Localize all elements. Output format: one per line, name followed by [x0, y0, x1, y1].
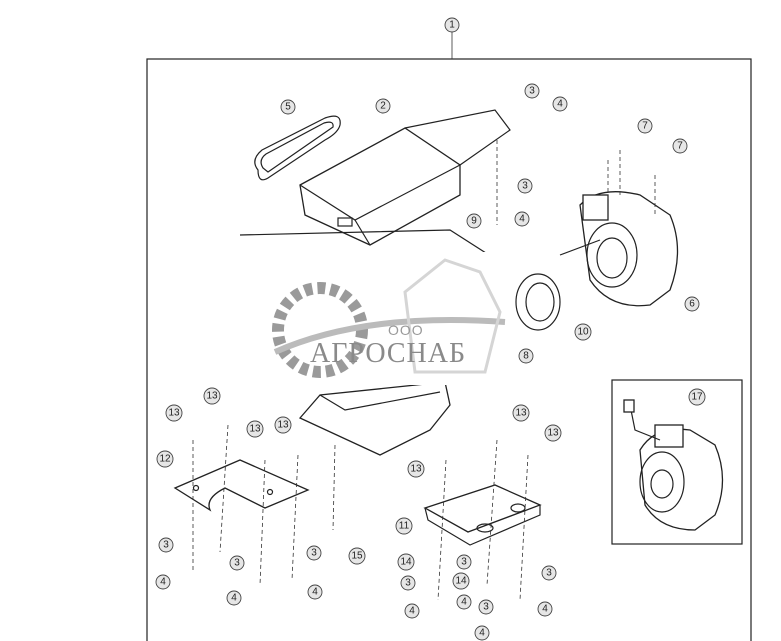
callout-1: 1 — [444, 17, 460, 33]
callout-9: 9 — [466, 213, 482, 229]
callout-label: 13 — [515, 408, 527, 419]
callout-17: 17 — [688, 388, 706, 406]
callout-label: 4 — [519, 214, 525, 225]
callout-4: 4 — [456, 594, 472, 610]
callout-label: 8 — [523, 351, 529, 362]
callout-label: 14 — [400, 557, 412, 568]
callout-label: 4 — [160, 577, 166, 588]
callout-2: 2 — [375, 98, 391, 114]
callout-label: 4 — [312, 587, 318, 598]
callout-10: 10 — [574, 323, 592, 341]
inset-motor-part — [623, 399, 724, 531]
callout-label: 3 — [311, 548, 317, 559]
callout-8: 8 — [518, 348, 534, 364]
callout-5: 5 — [280, 99, 296, 115]
callout-4: 4 — [226, 590, 242, 606]
callout-4: 4 — [155, 574, 171, 590]
callout-11: 11 — [395, 517, 413, 535]
callout-4: 4 — [307, 584, 323, 600]
callout-6: 6 — [684, 296, 700, 312]
callout-4: 4 — [474, 625, 490, 641]
callout-label: 4 — [542, 604, 548, 615]
bracket-plate-left — [173, 459, 310, 512]
callout-3: 3 — [541, 565, 557, 581]
callout-3: 3 — [524, 83, 540, 99]
callout-7: 7 — [637, 118, 653, 134]
callout-4: 4 — [514, 211, 530, 227]
callout-label: 6 — [689, 299, 695, 310]
callout-13: 13 — [512, 404, 530, 422]
callout-label: 3 — [405, 578, 411, 589]
callout-13: 13 — [165, 404, 183, 422]
callout-label: 3 — [529, 86, 535, 97]
callout-label: 13 — [277, 420, 289, 431]
callout-3: 3 — [306, 545, 322, 561]
housing-part — [299, 109, 511, 246]
watermark-logo — [272, 258, 506, 378]
callout-label: 5 — [285, 102, 291, 113]
watermark-area — [265, 252, 515, 385]
callout-label: 4 — [461, 597, 467, 608]
callout-label: 3 — [163, 540, 169, 551]
assembly-frame — [146, 58, 752, 641]
callout-label: 4 — [409, 606, 415, 617]
callout-label: 3 — [461, 557, 467, 568]
callout-label: 15 — [351, 551, 363, 562]
callout-label: 4 — [231, 593, 237, 604]
callout-4: 4 — [552, 96, 568, 112]
seal-ring-part — [515, 273, 561, 331]
bracket-plate-right — [423, 484, 542, 546]
callout-13: 13 — [203, 387, 221, 405]
callout-13: 13 — [246, 420, 264, 438]
callout-label: 3 — [546, 568, 552, 579]
callout-3: 3 — [478, 599, 494, 615]
callout-label: 7 — [677, 141, 683, 152]
callout-label: 11 — [399, 521, 410, 532]
callout-label: 7 — [642, 121, 648, 132]
watermark-prefix: ООО — [388, 322, 424, 338]
callout-label: 3 — [522, 181, 528, 192]
watermark-name: АГРОСНАБ — [310, 338, 467, 369]
callout-label: 17 — [691, 392, 703, 403]
inset-frame — [611, 379, 743, 545]
callout-label: 12 — [159, 454, 171, 465]
callout-label: 13 — [249, 424, 261, 435]
frame-part — [239, 229, 501, 263]
assembly-leaders — [192, 140, 656, 601]
callout-3: 3 — [229, 555, 245, 571]
callout-label: 13 — [547, 428, 559, 439]
callout-label: 3 — [483, 602, 489, 613]
callout-label: 13 — [168, 408, 180, 419]
callout-label: 3 — [234, 558, 240, 569]
callout-label: 1 — [449, 20, 455, 31]
callout-13: 13 — [407, 460, 425, 478]
belt-part — [254, 115, 341, 181]
callout-15: 15 — [348, 547, 366, 565]
callout-4: 4 — [404, 603, 420, 619]
callout-3: 3 — [456, 554, 472, 570]
callout-label: 13 — [410, 464, 422, 475]
callout-14: 14 — [397, 553, 415, 571]
callout-3: 3 — [400, 575, 416, 591]
callout-label: 2 — [380, 101, 386, 112]
callout-7: 7 — [672, 138, 688, 154]
callout-label: 13 — [206, 391, 218, 402]
callout-4: 4 — [537, 601, 553, 617]
callout-label: 9 — [471, 216, 477, 227]
callout-3: 3 — [517, 178, 533, 194]
callout-label: 4 — [479, 628, 485, 639]
callout-3: 3 — [158, 537, 174, 553]
callout-label: 4 — [557, 99, 563, 110]
callout-label: 14 — [455, 576, 467, 587]
callout-14: 14 — [452, 572, 470, 590]
duct-part — [298, 381, 451, 456]
callout-12: 12 — [156, 450, 174, 468]
callout-label: 10 — [577, 327, 589, 338]
callout-13: 13 — [544, 424, 562, 442]
callout-13: 13 — [274, 416, 292, 434]
blower-motor-part — [559, 191, 679, 307]
